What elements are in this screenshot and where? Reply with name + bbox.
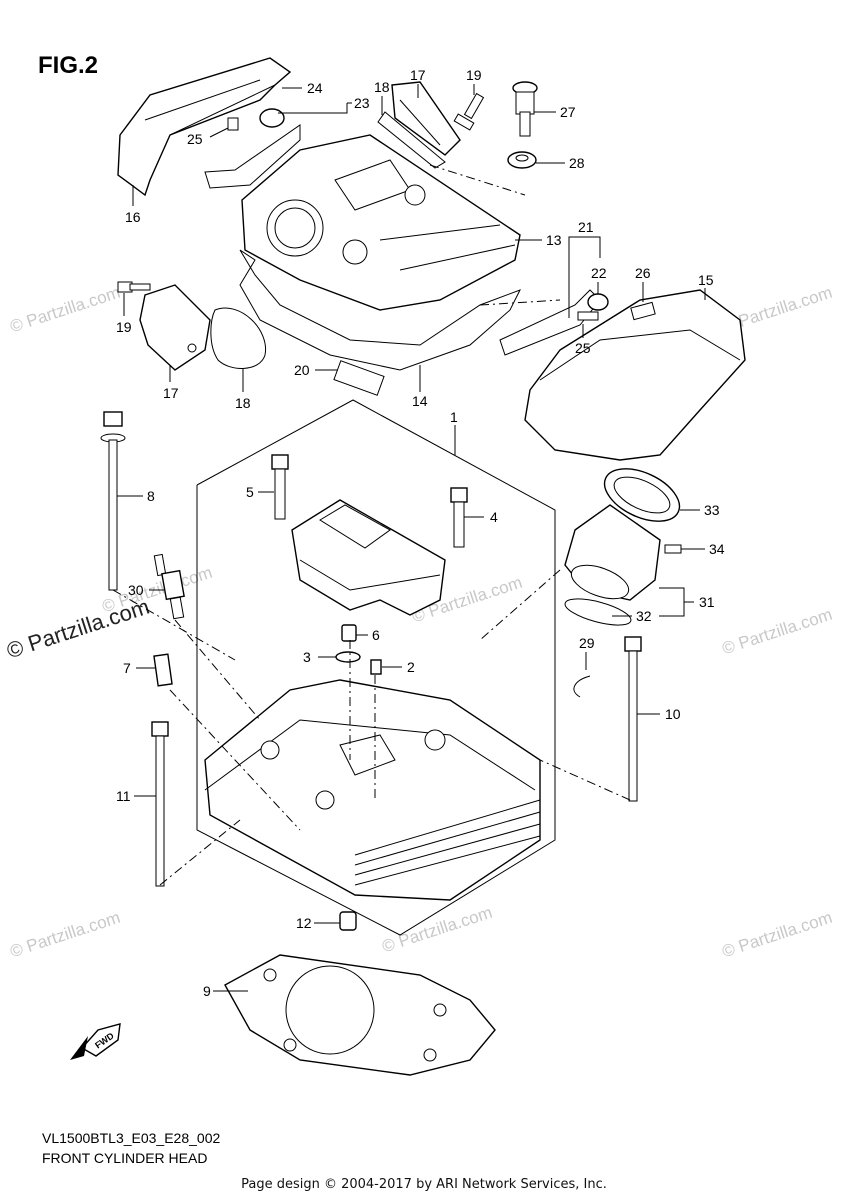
bolt-19-top [453,92,485,131]
bolt-8 [100,411,126,591]
callout-18b: 18 [235,395,251,411]
bolt-11 [151,721,169,887]
callout-12: 12 [296,915,312,931]
callout-18a: 18 [374,79,390,95]
callout-25b: 25 [575,340,591,356]
callout-16: 16 [125,209,141,225]
fwd-arrow-icon: FWD [70,1023,121,1060]
pin-2 [370,659,382,675]
callout-24: 24 [307,80,323,96]
callout-32: 32 [636,608,652,624]
head-gasket-9 [224,954,496,1076]
figure-title: FIG.2 [38,52,99,79]
dowel-6 [341,624,357,642]
spark-plug-30 [153,553,185,620]
callout-5: 5 [246,484,254,500]
callout-3: 3 [303,649,311,665]
callout-9: 9 [203,983,211,999]
callout-29: 29 [579,635,595,651]
bolt-4 [450,487,468,548]
cap-17-left [139,284,211,371]
callout-13: 13 [546,232,562,248]
bolt-19-left [117,281,151,293]
callout-7: 7 [123,660,131,676]
callout-33: 33 [704,502,720,518]
cam-holder [291,499,446,616]
callout-27: 27 [560,104,576,120]
callout-31: 31 [699,594,715,610]
side-cover [524,289,746,461]
callout-17a: 17 [410,67,426,83]
washer-28 [507,151,537,169]
callout-15: 15 [698,272,714,288]
bracket-21 [499,289,609,356]
gasket-20 [333,360,385,396]
page-credit: Page design © 2004-2017 by ARI Network S… [241,1177,607,1192]
callout-14: 14 [412,393,428,409]
callout-26: 26 [635,265,651,281]
cylinder-head-cover [241,134,521,311]
callouts: 1 2 3 4 5 6 7 8 9 10 11 12 13 [116,67,725,999]
callout-20: 20 [294,362,310,378]
damper-26 [630,301,656,321]
callout-30: 30 [128,582,144,598]
callout-25a: 25 [187,131,203,147]
callout-4: 4 [490,509,498,525]
callout-8: 8 [147,488,155,504]
intake-pipe [564,468,682,626]
cap-17-top [391,81,461,156]
o-ring-18-left [210,307,266,369]
bolt-5 [271,454,289,520]
callout-19b: 19 [116,319,132,335]
callout-6: 6 [372,627,380,643]
cover-gasket [239,249,522,371]
callout-19a: 19 [466,67,482,83]
diagram-code: VL1500BTL3_E03_E28_002 [42,1130,221,1146]
dowel-12 [339,911,357,931]
callout-1: 1 [450,409,458,425]
cylinder-head-body [204,679,541,901]
callout-10: 10 [665,706,681,722]
callout-11: 11 [116,788,131,804]
callout-17b: 17 [163,385,179,401]
o-ring-18-top [377,111,446,169]
diagram-name: FRONT CYLINDER HEAD [42,1150,208,1166]
cylinder-head-outline [196,399,556,936]
o-ring-3 [335,651,361,663]
bolt-10 [624,636,642,802]
callout-21: 21 [578,219,594,235]
callout-34: 34 [709,541,725,557]
callout-28: 28 [569,155,585,171]
callout-23: 23 [354,95,370,111]
rear-cover [117,57,292,197]
callout-22: 22 [591,265,607,281]
clip-29 [573,675,591,698]
callout-2: 2 [407,659,415,675]
guide-7 [153,653,173,687]
bolt-27 [512,81,538,137]
